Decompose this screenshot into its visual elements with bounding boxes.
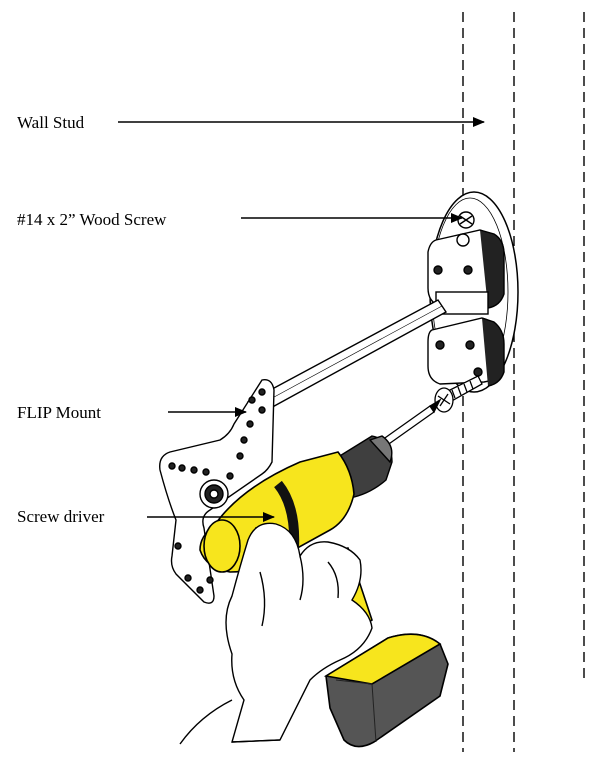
lower-bracket <box>427 317 505 387</box>
label-wood-screw: #14 x 2” Wood Screw <box>17 210 167 229</box>
upper-bracket <box>427 229 505 315</box>
drill-body <box>199 451 355 573</box>
label-wall-stud: Wall Stud <box>17 113 85 132</box>
flip-mount-plate <box>159 379 275 604</box>
hand <box>179 522 373 745</box>
battery-pack <box>323 633 449 748</box>
wood-screw <box>434 375 483 413</box>
label-screw-driver: Screw driver <box>17 507 105 526</box>
mount-arm <box>247 299 448 417</box>
driver-bit <box>381 398 442 447</box>
phillips-screw-icon <box>457 211 475 229</box>
label-flip-mount: FLIP Mount <box>17 403 101 422</box>
